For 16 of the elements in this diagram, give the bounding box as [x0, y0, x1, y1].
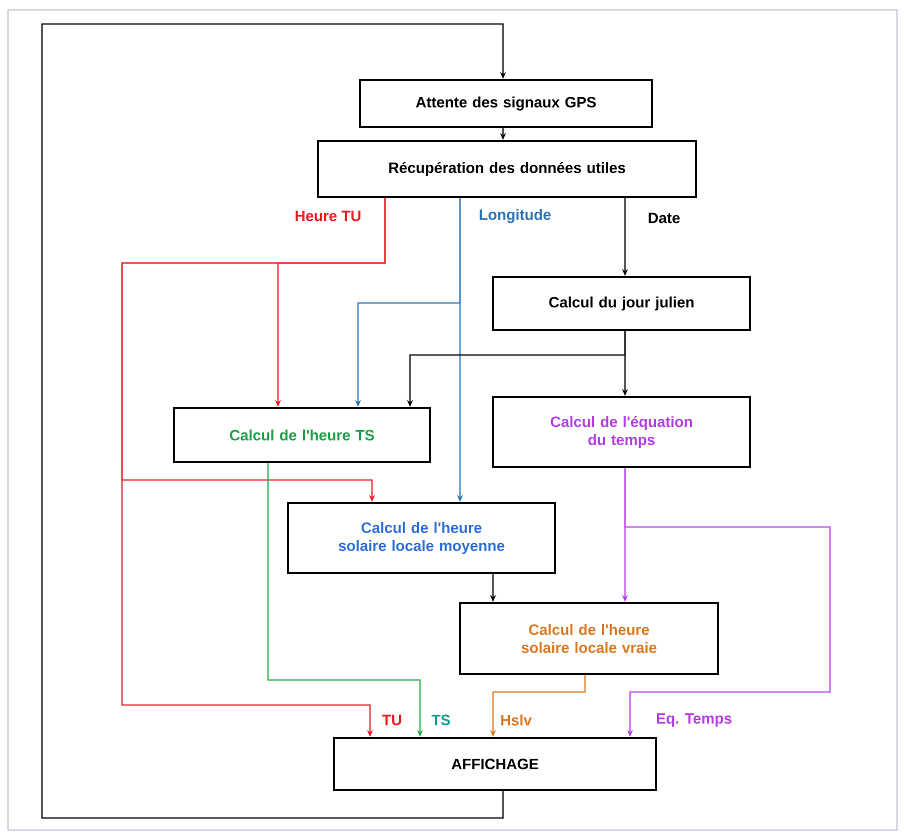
- process-box: Calcul du jour julien: [492, 276, 751, 331]
- process-box: Calcul de l'heure solaire locale moyenne: [287, 502, 556, 574]
- process-box: Calcul de l'équation du temps: [492, 396, 751, 468]
- process-box: Calcul de l'heure solaire locale vraie: [459, 602, 719, 675]
- process-box: AFFICHAGE: [333, 737, 657, 791]
- process-box: Attente des signaux GPS: [359, 79, 653, 128]
- process-box: Récupération des données utiles: [317, 140, 697, 198]
- process-box: Calcul de l'heure TS: [173, 407, 431, 463]
- arrow: [41, 23, 506, 819]
- edge-label: TS: [430, 714, 452, 726]
- edge-label: Longitude: [478, 208, 552, 224]
- edge-label: TU: [381, 714, 403, 726]
- edge-label: Eq. Temps: [654, 712, 734, 728]
- edge-label: Hslv: [499, 713, 533, 726]
- edge-label: Date: [646, 212, 682, 224]
- edge-label: Heure TU: [294, 210, 362, 222]
